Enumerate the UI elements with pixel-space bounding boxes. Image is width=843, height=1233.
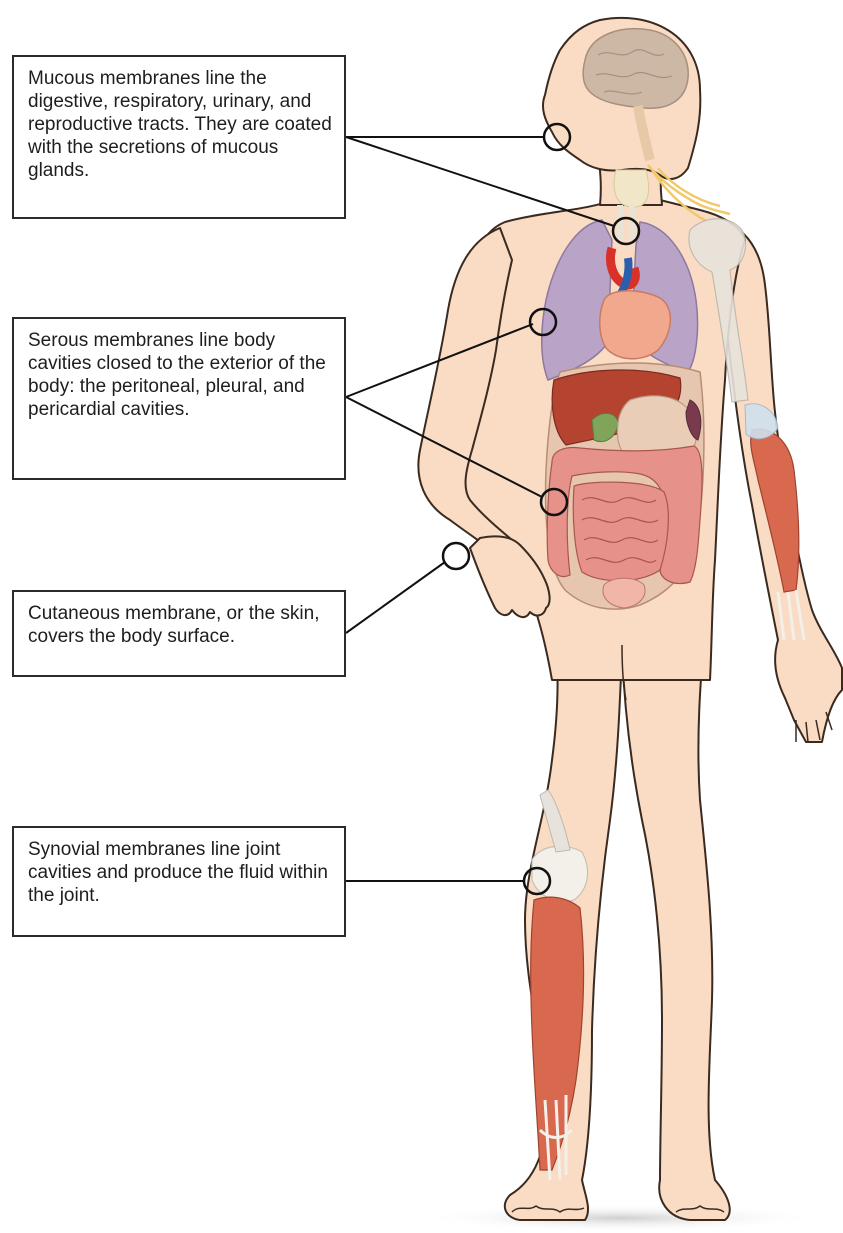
synovial-membrane-text: Synovial membranes line joint cavities a…	[28, 839, 328, 906]
cutaneous-membrane-text: Cutaneous membrane, or the skin, covers …	[28, 603, 320, 647]
serous-membrane-label: Serous membranes line body cavities clos…	[12, 317, 346, 480]
small-intestine	[573, 482, 668, 581]
mucous-membrane-label: Mucous membranes line the digestive, res…	[12, 55, 346, 219]
thyroid	[614, 170, 649, 207]
floor-shadow	[420, 1204, 820, 1232]
cutaneous-membrane-label: Cutaneous membrane, or the skin, covers …	[12, 590, 346, 677]
mucous-membrane-text: Mucous membranes line the digestive, res…	[28, 68, 332, 181]
serous-membrane-text: Serous membranes line body cavities clos…	[28, 330, 326, 420]
callout-skin	[443, 543, 469, 569]
leader-cutaneous	[346, 562, 445, 633]
heart	[600, 291, 671, 359]
right-leg	[622, 620, 730, 1220]
brain	[583, 29, 688, 109]
synovial-membrane-label: Synovial membranes line joint cavities a…	[12, 826, 346, 937]
